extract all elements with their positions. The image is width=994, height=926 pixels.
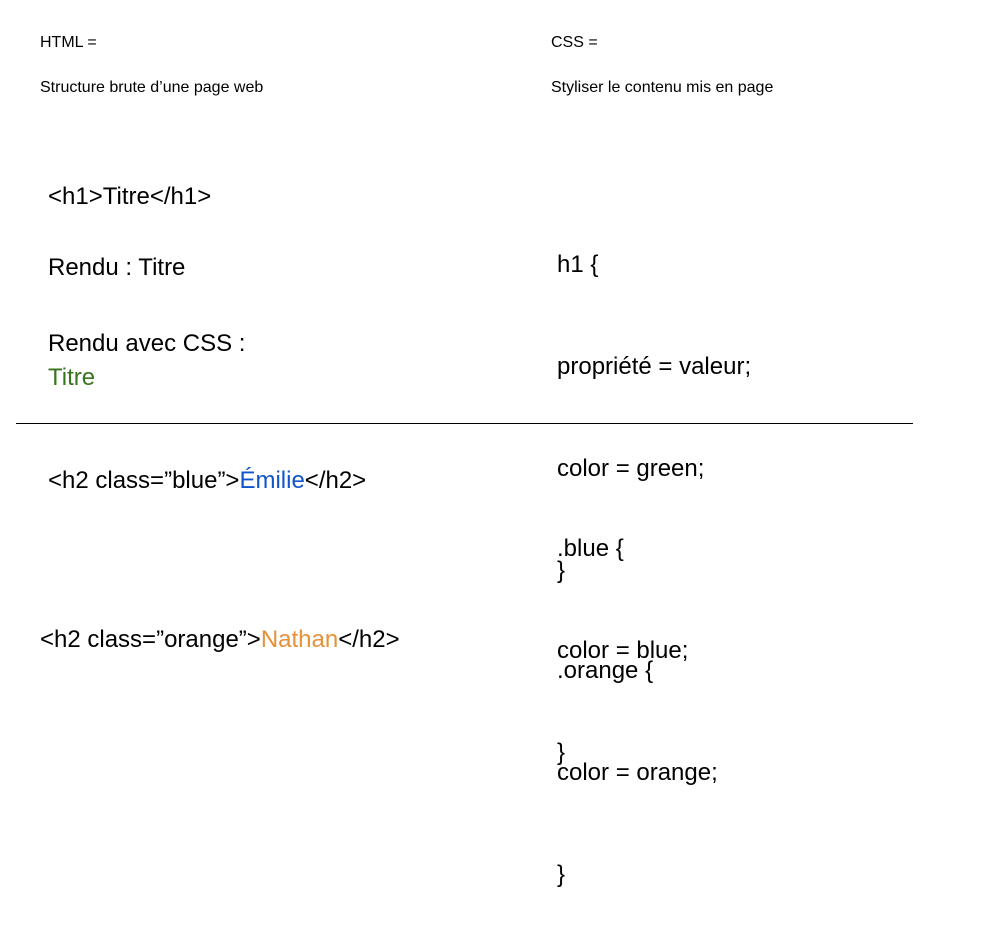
css-orange-line-3: } [557, 861, 566, 888]
h1-code-example: <h1>Titre</h1> [48, 183, 212, 210]
html-heading: HTML = [40, 34, 97, 51]
css-h1-line-1: h1 { [557, 251, 599, 278]
h2-orange-suffix: </h2> [338, 626, 400, 653]
css-h1-line-2: propriété = valeur; [557, 353, 752, 380]
h2-blue-word: Émilie [239, 467, 305, 494]
h2-orange-prefix: <h2 class=”orange”> [40, 626, 261, 653]
css-blue-line-1: .blue { [557, 535, 624, 562]
css-h1-line-4: } [557, 557, 566, 584]
section-divider [16, 423, 913, 424]
css-blue-line-2: color = blue; [557, 637, 689, 664]
css-orange-rule: .orange { color = orange; } [557, 586, 718, 926]
rendu-label: Rendu : Titre [48, 254, 186, 281]
css-heading: CSS = [551, 34, 598, 51]
h2-blue-suffix: </h2> [304, 467, 367, 494]
h2-orange-code: <h2 class=”orange”>Nathan</h2> [40, 623, 400, 657]
h2-blue-prefix: <h2 class=”blue”> [48, 467, 240, 494]
css-description: Styliser le contenu mis en page [551, 79, 774, 96]
rendu-css-label: Rendu avec CSS : [48, 330, 246, 357]
css-h1-rule: h1 { propriété = valeur; color = green; … [557, 180, 751, 622]
css-orange-line-2: color = orange; [557, 759, 718, 786]
html-description: Structure brute d’une page web [40, 79, 264, 96]
rendu-css-green-title: Titre [48, 364, 96, 391]
h2-orange-word: Nathan [260, 626, 339, 653]
css-h1-line-3: color = green; [557, 455, 705, 482]
h2-blue-code: <h2 class=”blue”>Émilie</h2> [48, 464, 366, 498]
css-orange-line-1: .orange { [557, 657, 654, 684]
